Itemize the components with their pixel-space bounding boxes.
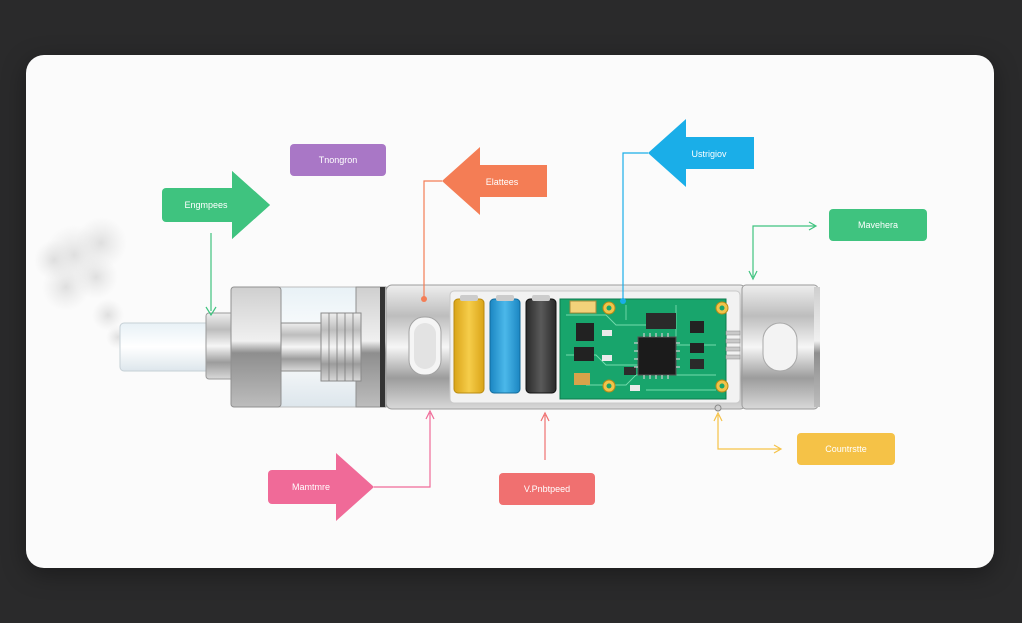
coil-head bbox=[320, 312, 362, 382]
battery-cell-icon bbox=[453, 295, 485, 394]
charging-port bbox=[762, 322, 798, 372]
vape-device-diagram: Engmpees Tnongron Elattees Ustrigiov Mav… bbox=[34, 119, 927, 521]
label-green-left: Engmpees bbox=[184, 200, 228, 210]
tank-cap-left bbox=[230, 286, 282, 408]
label-green-right: Mavehera bbox=[858, 220, 898, 230]
o-ring bbox=[380, 287, 385, 407]
label-blue: Ustrigiov bbox=[691, 149, 727, 159]
vape-device bbox=[119, 284, 820, 412]
callout-blue: Ustrigiov bbox=[620, 119, 754, 304]
callout-green-left: Engmpees bbox=[162, 171, 270, 317]
mouthpiece bbox=[119, 322, 211, 372]
battery-cell-icon bbox=[489, 295, 521, 394]
circuit-board bbox=[559, 298, 741, 400]
label-yellow: Countrstte bbox=[825, 444, 867, 454]
callout-purple: Tnongron bbox=[290, 144, 386, 176]
chip-icon bbox=[634, 333, 680, 379]
callout-green-right: Mavehera bbox=[748, 209, 927, 281]
vapor-cloud-icon bbox=[34, 217, 130, 349]
callout-orange: Elattees bbox=[421, 147, 547, 302]
battery-cell-icon bbox=[525, 295, 557, 394]
label-pink: Mamtmre bbox=[292, 482, 330, 492]
label-red: V.Pnbtpeed bbox=[524, 484, 570, 494]
label-purple: Tnongron bbox=[319, 155, 358, 165]
diagram-card: Engmpees Tnongron Elattees Ustrigiov Mav… bbox=[26, 55, 994, 568]
callout-yellow: Countrstte bbox=[713, 411, 895, 465]
chimney bbox=[280, 322, 322, 372]
callout-pink: Mamtmre bbox=[268, 409, 435, 521]
label-orange: Elattees bbox=[486, 177, 519, 187]
callout-red: V.Pnbtpeed bbox=[499, 411, 595, 505]
